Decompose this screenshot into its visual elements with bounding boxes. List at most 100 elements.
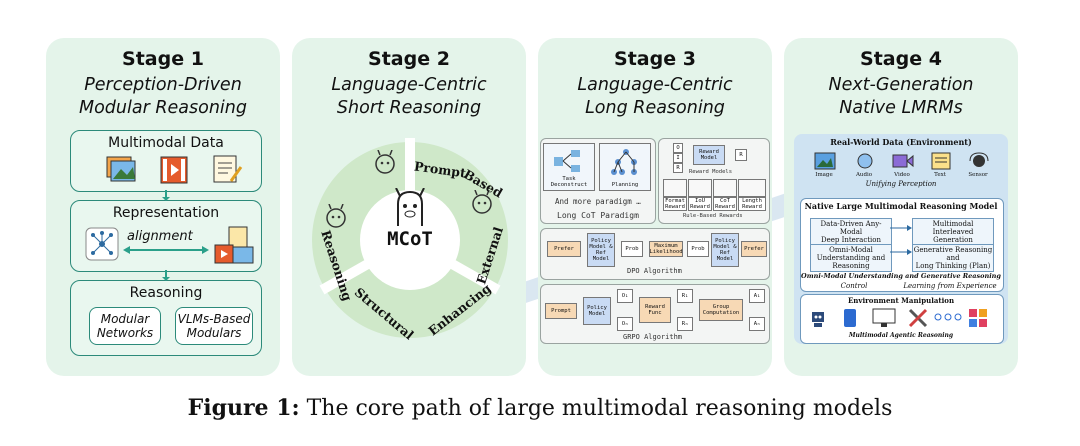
- task-deconstruct-card: Task Deconstruct: [543, 143, 595, 191]
- audio-label: Audio: [855, 172, 873, 178]
- dpo-max-likelihood: Maximum Likelihood: [649, 241, 683, 257]
- dpo-prefer-right: Prefer: [741, 241, 767, 257]
- grpo-r1: R₁: [677, 289, 693, 303]
- grpo-policy-model: Policy Model: [583, 297, 611, 325]
- apps-icon: [969, 309, 987, 327]
- length-reward: Length Reward: [738, 197, 766, 211]
- grpo-ag: Aₙ: [749, 317, 765, 331]
- long-cot-title: Long CoT Paradigm: [557, 211, 639, 220]
- multimodal-data-label: Multimodal Data: [108, 135, 224, 151]
- more-paradigm-text: And more paradigm …: [555, 197, 641, 206]
- reward-output: R: [735, 149, 747, 161]
- deconstruct-icon: [554, 150, 580, 172]
- caption-text: The core path of large multimodal reason…: [299, 396, 893, 421]
- robot-icon: [812, 312, 824, 327]
- omni-box: Omni-Modal Understanding and Reasoning: [810, 244, 892, 272]
- document-pen-icon: [213, 155, 243, 183]
- dpo-title: DPO Algorithm: [627, 267, 682, 275]
- control-label: Control: [840, 282, 868, 290]
- reasoning-box: Reasoning Modular Networks VLMs-Based Mo…: [70, 280, 262, 356]
- dpo-panel: Prefer Policy Model & Ref Model Prob Max…: [540, 228, 770, 280]
- dots-icon: [934, 313, 962, 321]
- dpo-policy-model-right: Policy Model & Ref Model: [711, 233, 739, 267]
- video-label: Video: [894, 172, 910, 178]
- stage-2-subtitle: Language-Centric Short Reasoning: [331, 75, 487, 118]
- reward-input-r: R: [673, 163, 683, 173]
- modular-networks-box: Modular Networks: [89, 307, 161, 345]
- mcot-wheel: [312, 138, 508, 338]
- monitor-icon: [872, 308, 896, 327]
- grpo-reward-func: Reward Func: [639, 297, 671, 323]
- grpo-a1: A₁: [749, 289, 765, 303]
- rule-based-title: Rule-Based Rewards: [683, 213, 743, 219]
- rule-card-1: [663, 179, 687, 197]
- sensor-icon: [969, 152, 989, 167]
- image-label: Image: [815, 172, 833, 178]
- audio-icon: [857, 153, 873, 169]
- stage-4-panel: Stage 4 Next-Generation Native LMRMs Rea…: [784, 38, 1018, 376]
- tools-icon: [908, 308, 928, 328]
- sensor-label: Sensor: [968, 172, 988, 178]
- video-icon: [892, 154, 914, 168]
- llama-structural-icon: [326, 204, 346, 228]
- alignment-arrow: [123, 246, 209, 254]
- text-icon: [931, 152, 951, 170]
- dpo-prob-right: Prob: [687, 241, 709, 257]
- grpo-title: GRPO Algorithm: [623, 333, 683, 341]
- dpo-prefer-left: Prefer: [547, 241, 581, 257]
- planning-tree-icon: [611, 149, 637, 175]
- native-arrows: [890, 225, 912, 255]
- network-node-icon: [85, 227, 119, 261]
- rule-card-3: [713, 179, 737, 197]
- image-icon: [814, 152, 836, 170]
- long-cot-panel: Task Deconstruct Planning And more parad…: [540, 138, 656, 224]
- stage-2-title: Stage 2: [368, 48, 450, 70]
- reward-panel: Reward Model O I R R Reward Models Forma…: [658, 138, 770, 224]
- text-label: Text: [934, 172, 946, 178]
- dpo-prob-left: Prob: [621, 241, 643, 257]
- env-manip-title: Environment Manipulation: [847, 296, 955, 305]
- phone-icon: [844, 309, 856, 327]
- reward-input-i: I: [673, 153, 683, 163]
- stage-1-panel: Stage 1 Perception-Driven Modular Reason…: [46, 38, 280, 376]
- reasoning-label: Reasoning: [129, 285, 203, 301]
- alignment-label: alignment: [127, 229, 193, 244]
- stage-4-title: Stage 4: [860, 48, 942, 70]
- grpo-group-computation: Group Computation: [699, 299, 743, 321]
- llama-icon: [395, 188, 425, 226]
- data-driven-box: Data-Driven Any-Modal Deep Interaction: [810, 218, 892, 246]
- flow-arrows: [162, 190, 170, 281]
- llama-external-icon: [472, 190, 492, 214]
- stage-3-subtitle: Language-Centric Long Reasoning: [577, 75, 733, 118]
- format-reward: Format Reward: [663, 197, 687, 211]
- rule-card-4: [738, 179, 766, 197]
- stage-1-title: Stage 1: [122, 48, 204, 70]
- grpo-o1: O₁: [617, 289, 633, 303]
- representation-label: Representation: [112, 205, 220, 221]
- grpo-rg: Rₙ: [677, 317, 693, 331]
- omni-modal-line: Omni-Modal Understanding and Generative …: [801, 272, 1001, 280]
- cot-reward: CoT Reward: [713, 197, 737, 211]
- grpo-prompt: Prompt: [545, 303, 577, 319]
- stage-4-subtitle: Next-Generation Native LMRMs: [828, 75, 974, 118]
- dpo-policy-model-left: Policy Model & Ref Model: [587, 233, 615, 267]
- vlms-modulars-box: VLMs-Based Modulars: [175, 307, 253, 345]
- real-world-title: Real-World Data (Environment): [830, 137, 972, 147]
- caption-prefix: Figure 1:: [187, 395, 300, 421]
- image-stack-icon: [106, 156, 136, 182]
- learning-label: Learning from Experience: [903, 282, 997, 290]
- reward-models-title: Reward Models: [689, 169, 733, 175]
- agentic-label: Multimodal Agentic Reasoning: [848, 332, 954, 339]
- llama-prompt-icon: [375, 150, 395, 174]
- stage-1-subtitle: Perception-Driven Modular Reasoning: [79, 75, 247, 118]
- figure-caption: Figure 1: The core path of large multimo…: [0, 395, 1080, 421]
- stage-3-panel: Stage 3 Language-Centric Long Reasoning …: [538, 38, 772, 376]
- reward-input-o: O: [673, 143, 683, 153]
- unifying-perception: Unifying Perception: [865, 180, 937, 188]
- multimodal-data-box: Multimodal Data: [70, 130, 262, 192]
- generative-box: Generative Reasoning and Long Thinking (…: [912, 244, 994, 272]
- iou-reward: IoU Reward: [688, 197, 712, 211]
- reward-model-box: Reward Model: [693, 145, 725, 165]
- media-cluster-icon: [214, 226, 254, 264]
- rule-card-2: [688, 179, 712, 197]
